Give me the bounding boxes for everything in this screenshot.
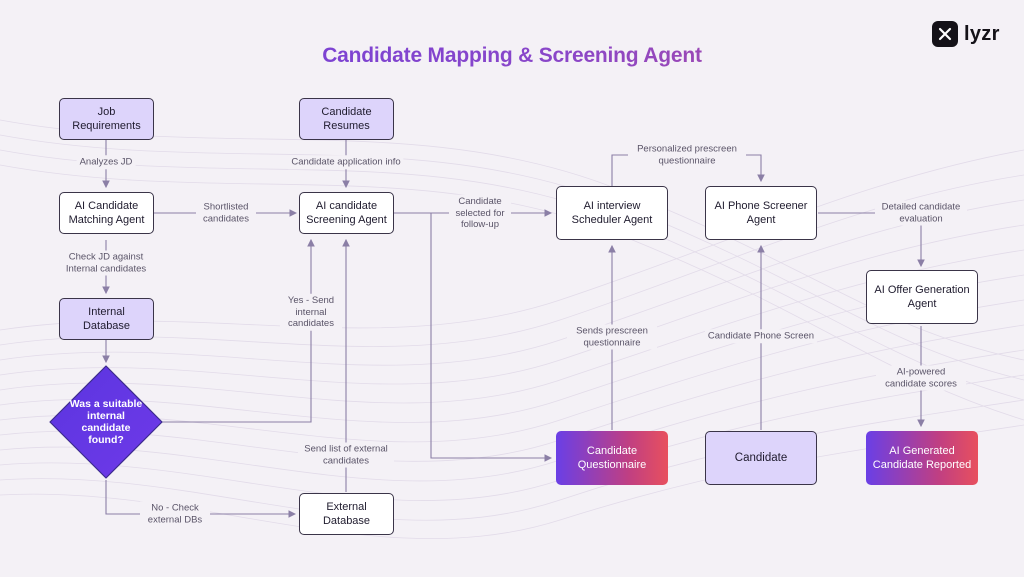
label-no-external: No - Check external DBs (140, 501, 210, 527)
label-analyzes-jd: Analyzes JD (76, 155, 136, 169)
brand-name: lyzr (964, 22, 1000, 45)
label-shortlisted: Shortlisted candidates (196, 200, 256, 226)
edge-yes-internal (150, 238, 315, 423)
label-phone-screen: Candidate Phone Screen (704, 329, 818, 343)
node-external-database: External Database (299, 493, 394, 535)
node-interview-scheduler: AI interview Scheduler Agent (556, 186, 668, 240)
node-internal-database: Internal Database (59, 298, 154, 340)
lyzr-logo-icon (932, 21, 958, 47)
node-candidate: Candidate (705, 431, 817, 485)
node-matching-agent: AI Candidate Matching Agent (59, 192, 154, 234)
node-phone-screener: AI Phone Screener Agent (705, 186, 817, 240)
node-screening-agent: AI candidate Screening Agent (299, 192, 394, 234)
node-decision: Was a suitable internal candidate found? (48, 364, 164, 480)
label-selected-followup: Candidate selected for follow-up (449, 194, 511, 232)
label-send-external: Send list of external candidates (298, 442, 394, 468)
node-job-requirements: Job Requirements (59, 98, 154, 140)
decision-diamond-shape (49, 365, 163, 479)
edge-to-questionnaire (430, 213, 553, 462)
node-ai-generated-report: AI Generated Candidate Reported (866, 431, 978, 485)
label-personalized-questionnaire: Personalized prescreen questionnaire (628, 142, 746, 168)
brand-logo: lyzr (932, 21, 1000, 47)
node-candidate-resumes: Candidate Resumes (299, 98, 394, 140)
page-title: Candidate Mapping & Screening Agent (0, 44, 1024, 68)
label-yes-internal: Yes - Send internal candidates (280, 293, 342, 331)
edge-no-external (105, 480, 297, 518)
label-sends-prescreen: Sends prescreen questionnaire (567, 324, 657, 350)
label-application-info: Candidate application info (288, 155, 404, 169)
label-ai-scores: AI-powered candidate scores (876, 365, 966, 391)
label-detailed-evaluation: Detailed candidate evaluation (875, 200, 967, 226)
decision-text: Was a suitable internal candidate found? (69, 398, 143, 446)
label-check-jd-internal: Check JD against Internal candidates (58, 250, 154, 276)
node-offer-generation: AI Offer Generation Agent (866, 270, 978, 324)
node-candidate-questionnaire: Candidate Questionnaire (556, 431, 668, 485)
